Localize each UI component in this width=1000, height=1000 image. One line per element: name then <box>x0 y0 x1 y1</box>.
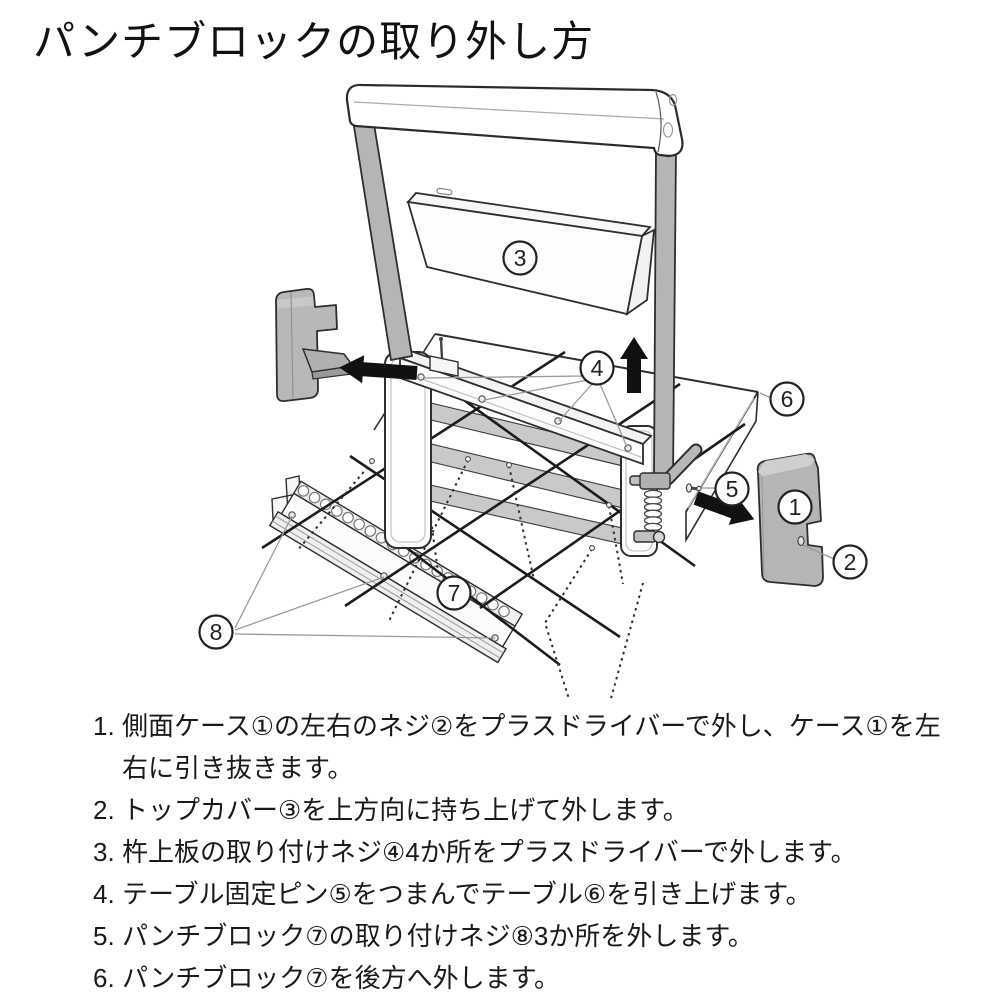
arrow-left-icon <box>339 355 418 384</box>
callout-8: 8 <box>198 614 234 650</box>
step-number: 4. <box>93 879 115 909</box>
arrow-up-icon <box>620 337 648 393</box>
svg-text:5: 5 <box>726 476 739 502</box>
case-screw <box>797 535 805 547</box>
table-lock-lever <box>661 443 703 486</box>
step-number: 2. <box>93 795 115 825</box>
svg-text:2: 2 <box>844 549 857 575</box>
step-text: 杵上板の取り付けネジ④4か所をプラスドライバーで外します。 <box>122 837 857 867</box>
step-text: パンチブロック⑦を後方へ外します。 <box>122 963 561 993</box>
callout-4: 4 <box>579 350 615 386</box>
callout-leader-lines <box>234 375 835 639</box>
callout-3: 3 <box>502 240 538 276</box>
step-row: 5. パンチブロック⑦の取り付けネジ⑧3か所を外します。 <box>93 915 945 957</box>
step-row: 2. トップカバー③を上方向に持ち上げて外します。 <box>93 789 945 831</box>
frame-left-arm <box>350 112 414 362</box>
step-text: 側面ケース①の左右のネジ②をプラスドライバーで外し、ケース①を左右に引き抜きます… <box>122 711 941 783</box>
svg-text:1: 1 <box>789 494 802 520</box>
step-row: 3. 杵上板の取り付けネジ④4か所をプラスドライバーで外します。 <box>93 831 945 873</box>
punch-top-plate <box>398 337 653 466</box>
step-number: 6. <box>93 963 115 993</box>
svg-text:8: 8 <box>210 619 223 645</box>
step-number: 3. <box>93 837 115 867</box>
callout-2: 2 <box>832 544 868 580</box>
svg-text:7: 7 <box>448 580 461 606</box>
step-text: テーブル固定ピン⑤をつまんでテーブル⑥を引き上げます。 <box>122 879 812 909</box>
page-title: パンチブロックの取り外し方 <box>33 18 595 65</box>
callouts: 1 2 3 4 5 6 7 8 <box>198 240 868 650</box>
handle-bar <box>345 83 684 158</box>
screw-hole-marks <box>369 426 612 551</box>
callout-5: 5 <box>714 471 750 507</box>
callout-1: 1 <box>777 489 813 525</box>
cover-slot <box>436 187 453 196</box>
callout-7: 7 <box>436 575 472 611</box>
spring-assembly <box>629 472 671 544</box>
spring-coil <box>643 489 663 538</box>
step-number: 5. <box>93 921 115 951</box>
step-text: トップカバー③を上方向に持ち上げて外します。 <box>122 795 689 825</box>
svg-text:4: 4 <box>591 355 604 381</box>
step-number: 1. <box>93 711 115 741</box>
bar-clamp-block <box>429 355 459 377</box>
left-side-case <box>275 287 355 403</box>
machine-base <box>393 386 652 552</box>
instruction-steps: 1. 側面ケース①の左右のネジ②をプラスドライバーで外し、ケース①を左右に引き抜… <box>93 705 945 999</box>
table-lock-pin <box>685 483 702 493</box>
step-row: 1. 側面ケース①の左右のネジ②をプラスドライバーで外し、ケース①を左右に引き抜… <box>93 705 945 789</box>
frame-right-arm <box>653 147 677 479</box>
svg-text:3: 3 <box>514 245 527 271</box>
step-text: パンチブロック⑦の取り付けネジ⑧3か所を外します。 <box>122 921 754 951</box>
step-row: 4. テーブル固定ピン⑤をつまんでテーブル⑥を引き上げます。 <box>93 873 945 915</box>
callout-6: 6 <box>769 381 805 417</box>
bar-pin <box>439 339 444 359</box>
step-row: 6. パンチブロック⑦を後方へ外します。 <box>93 957 945 999</box>
svg-text:6: 6 <box>781 386 794 412</box>
